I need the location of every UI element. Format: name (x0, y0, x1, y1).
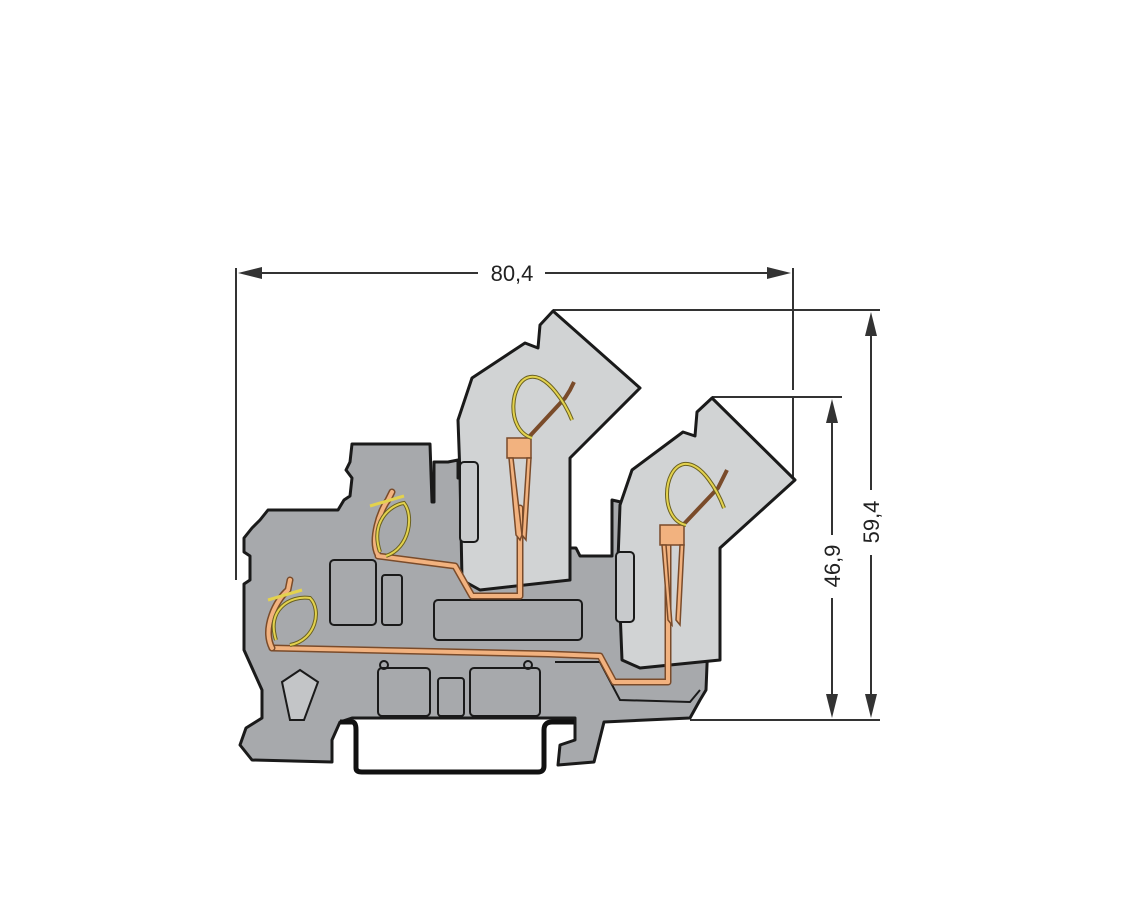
din-rail (340, 719, 574, 775)
lower-clamp-housing (616, 396, 797, 670)
housing-details (280, 461, 701, 721)
dimension-height-total-label: 59,4 (859, 501, 884, 544)
dimension-heights (553, 309, 880, 721)
upper-contact (506, 381, 576, 542)
lower-contact (659, 469, 729, 628)
dimension-height-inner-label: 46,9 (820, 545, 845, 588)
dimension-width-label: 80,4 (491, 261, 534, 286)
conductor-bus (265, 488, 672, 686)
dimension-width (235, 267, 794, 580)
